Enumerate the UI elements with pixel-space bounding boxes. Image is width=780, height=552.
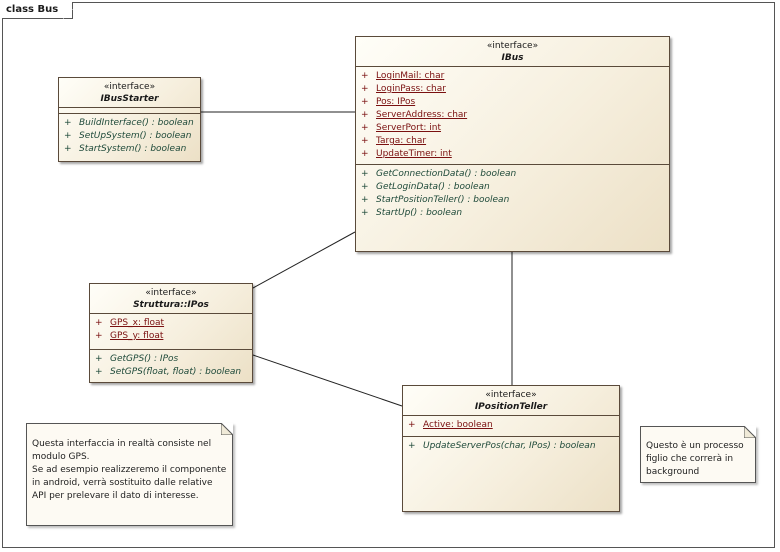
attribute-text: Active: boolean xyxy=(423,420,493,430)
visibility-marker: + xyxy=(95,367,103,377)
operation-row[interactable]: + BuildInterface() : boolean xyxy=(59,117,200,130)
operation-row[interactable]: + UpdateServerPos(char, IPos) : boolean xyxy=(403,440,619,453)
attribute-text: LoginPass: char xyxy=(376,84,446,94)
operation-text: StartPositionTeller() : boolean xyxy=(376,195,510,205)
attribute-row[interactable]: + Pos: IPos xyxy=(356,96,669,109)
ipos-attributes: + GPS_x: float + GPS_y: float xyxy=(90,314,252,350)
operation-row[interactable]: + SetUpSystem() : boolean xyxy=(59,130,200,143)
attribute-row[interactable]: + UpdateTimer: int xyxy=(356,148,669,161)
attribute-text: ServerPort: int xyxy=(376,123,441,133)
visibility-marker: + xyxy=(361,136,369,146)
attribute-row[interactable]: + GPS_x: float xyxy=(90,317,252,330)
visibility-marker: + xyxy=(361,71,369,81)
attribute-text: UpdateTimer: int xyxy=(376,149,452,159)
attribute-text: LoginMail: char xyxy=(376,71,445,81)
link-ipos-ibus xyxy=(252,231,356,289)
note-background-process[interactable]: Questo è un processo figlio che correrà … xyxy=(640,426,756,483)
visibility-marker: + xyxy=(361,84,369,94)
operation-text: GetLoginData() : boolean xyxy=(376,182,490,192)
visibility-marker: + xyxy=(361,208,369,218)
ipositionteller-attributes: + Active: boolean xyxy=(403,416,619,437)
ibusstarter-stereotype: «interface» xyxy=(103,82,156,92)
diagram-frame-title: class Bus xyxy=(2,2,74,19)
visibility-marker: + xyxy=(408,420,416,430)
attribute-row[interactable]: + LoginMail: char xyxy=(356,70,669,83)
ipositionteller-name: IPositionTeller xyxy=(474,402,548,412)
note-gps-module[interactable]: Questa interfaccia in realtà consiste ne… xyxy=(26,423,233,526)
visibility-marker: + xyxy=(361,97,369,107)
ibus-attributes: + LoginMail: char + LoginPass: char + Pos: IP… xyxy=(356,67,669,165)
operation-row[interactable]: + StartPositionTeller() : boolean xyxy=(356,194,669,207)
ipos-stereotype: «interface» xyxy=(145,288,197,298)
visibility-marker: + xyxy=(361,169,369,179)
ibusstarter-attributes xyxy=(59,108,200,114)
ipositionteller-stereotype: «interface» xyxy=(485,390,537,400)
attribute-text: Pos: IPos xyxy=(376,97,416,107)
ipos-operations: + GetGPS() : IPos + SetGPS(float, float) : … xyxy=(90,350,252,382)
operation-row[interactable]: + GetConnectionData() : boolean xyxy=(356,168,669,181)
operation-row[interactable]: + GetLoginData() : boolean xyxy=(356,181,669,194)
note-fold-icon xyxy=(744,426,756,438)
attribute-row[interactable]: + ServerAddress: char xyxy=(356,109,669,122)
operation-text: GetConnectionData() : boolean xyxy=(376,169,517,179)
attribute-row[interactable]: + LoginPass: char xyxy=(356,83,669,96)
note-process-text: Questo è un processo figlio che correrà … xyxy=(646,441,744,477)
attribute-text: ServerAddress: char xyxy=(376,110,468,120)
visibility-marker: + xyxy=(64,118,72,128)
attribute-text: GPS_y: float xyxy=(110,331,164,341)
visibility-marker: + xyxy=(361,195,369,205)
ibus-name: IBus xyxy=(501,53,524,63)
class-ibusstarter[interactable]: «interface» IBusStarter + BuildInterface(… xyxy=(58,77,201,162)
visibility-marker: + xyxy=(408,441,416,451)
class-ipositionteller[interactable]: «interface» IPositionTeller + Active: boo… xyxy=(402,385,620,512)
note-gps-text: Questa interfaccia in realtà consiste ne… xyxy=(32,439,227,501)
visibility-marker: + xyxy=(95,331,103,341)
visibility-marker: + xyxy=(64,131,72,141)
ibusstarter-operations: + BuildInterface() : boolean + SetUpSystem(… xyxy=(59,114,200,159)
operation-text: StartUp() : boolean xyxy=(376,208,463,218)
operation-row[interactable]: + SetGPS(float, float) : boolean xyxy=(90,366,252,379)
class-ibus[interactable]: «interface» IBus + LoginMail: char + LoginP… xyxy=(355,36,670,252)
attribute-row[interactable]: + GPS_y: float xyxy=(90,330,252,343)
ibus-stereotype: «interface» xyxy=(486,41,539,51)
ibusstarter-name: IBusStarter xyxy=(100,94,159,104)
attribute-text: Targa: char xyxy=(376,136,427,146)
operation-row[interactable]: + StartSystem() : boolean xyxy=(59,143,200,156)
ibus-operations: + GetConnectionData() : boolean + GetLoginD… xyxy=(356,165,669,223)
visibility-marker: + xyxy=(361,110,369,120)
operation-row[interactable]: + StartUp() : boolean xyxy=(356,207,669,220)
visibility-marker: + xyxy=(95,354,103,364)
visibility-marker: + xyxy=(95,318,103,328)
operation-text: SetGPS(float, float) : boolean xyxy=(110,367,242,377)
attribute-row[interactable]: + ServerPort: int xyxy=(356,122,669,135)
ipos-name: Struttura::IPos xyxy=(133,300,209,310)
visibility-marker: + xyxy=(361,149,369,159)
link-ipos-ipositionteller xyxy=(252,354,403,407)
operation-text: UpdateServerPos(char, IPos) : boolean xyxy=(423,441,596,451)
attribute-row[interactable]: + Targa: char xyxy=(356,135,669,148)
operation-text: StartSystem() : boolean xyxy=(79,144,187,154)
visibility-marker: + xyxy=(64,144,72,154)
attribute-text: GPS_x: float xyxy=(110,318,165,328)
class-ipos[interactable]: «interface» Struttura::IPos + GPS_x: floa… xyxy=(89,283,253,383)
operation-row[interactable]: + GetGPS() : IPos xyxy=(90,353,252,366)
note-fold-icon xyxy=(221,423,233,435)
operation-text: GetGPS() : IPos xyxy=(110,354,179,364)
attribute-row[interactable]: + Active: boolean xyxy=(403,419,619,432)
ipositionteller-operations: + UpdateServerPos(char, IPos) : boolean xyxy=(403,437,619,456)
visibility-marker: + xyxy=(361,182,369,192)
operation-text: SetUpSystem() : boolean xyxy=(79,131,192,141)
operation-text: BuildInterface() : boolean xyxy=(79,118,194,128)
visibility-marker: + xyxy=(361,123,369,133)
